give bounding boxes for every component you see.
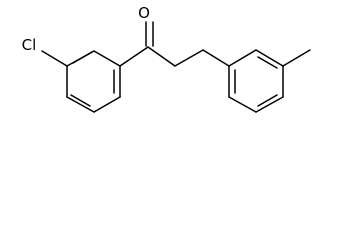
ring-a-inner-bond xyxy=(72,51,93,64)
chlorine-bond xyxy=(41,50,68,67)
chemical-structure: O Cl xyxy=(22,4,311,113)
ring-b-inner-bond xyxy=(257,94,278,107)
methyl-bond xyxy=(282,49,311,67)
ring-a-bond xyxy=(93,50,121,67)
methylphenyl-ring xyxy=(228,49,284,113)
ring-a-bond xyxy=(93,96,121,113)
ch2-to-ch2-bond xyxy=(174,49,204,67)
ring-b-inner-bond xyxy=(257,56,278,69)
carbonyl-group: O xyxy=(138,4,154,47)
ring-a-inner-bond xyxy=(70,94,91,107)
ring-a-bond xyxy=(66,96,95,113)
ring-b-bond xyxy=(228,49,257,67)
chlorine-atom-label: Cl xyxy=(22,36,37,54)
ring-b-bond xyxy=(255,96,284,113)
oxygen-atom-label: O xyxy=(138,4,150,22)
carbonyl-to-ch2-bond xyxy=(147,46,176,67)
methyl-substituent xyxy=(282,49,311,67)
chlorophenyl-ring xyxy=(66,50,121,113)
ring-to-carbonyl-bond xyxy=(119,46,149,67)
ring-b-bond xyxy=(255,49,284,67)
ring-b-bond xyxy=(228,96,257,113)
propanone-chain xyxy=(119,46,230,67)
chlorine-substituent: Cl xyxy=(22,36,68,67)
ch2-to-ring-bond xyxy=(202,49,230,67)
